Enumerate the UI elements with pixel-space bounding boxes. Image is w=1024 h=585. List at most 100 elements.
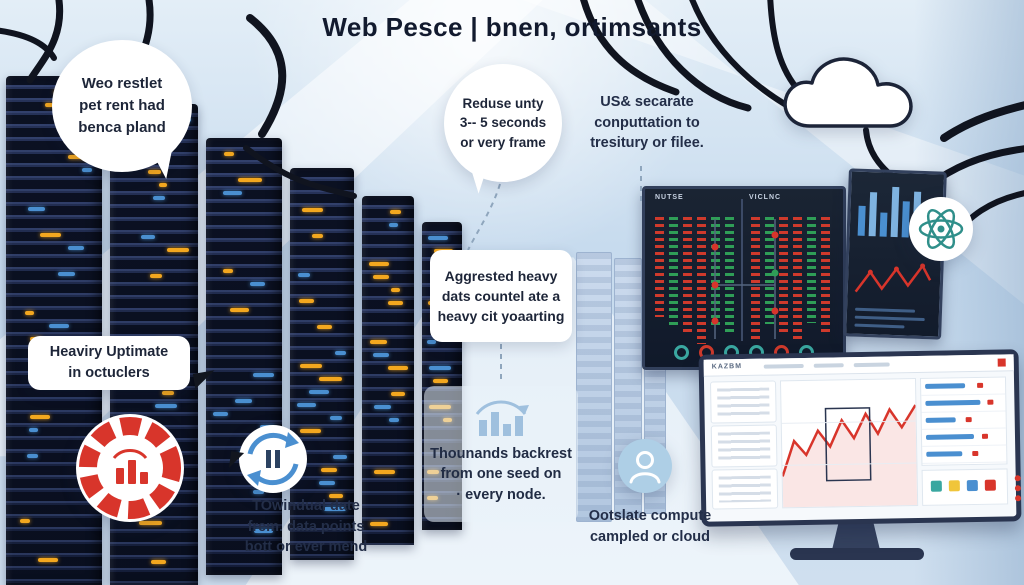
- note-line: from one seed on: [440, 466, 562, 483]
- speech-bubble-middle: Aggrested heavy dats countel ate a heavy…: [430, 250, 572, 342]
- table-row: [921, 394, 1006, 413]
- status-light: [321, 468, 338, 472]
- table-row: [921, 428, 1007, 447]
- monitor-header: KAZBM: [703, 354, 1014, 377]
- monitor-title-label: KAZBM: [711, 363, 743, 371]
- status-light: [38, 558, 59, 562]
- status-light: [373, 353, 389, 357]
- metric-table: [919, 376, 1008, 466]
- placeholder-bars: [718, 475, 772, 503]
- ticker-column: [765, 217, 774, 324]
- status-light: [373, 275, 390, 279]
- legend-square-red: [984, 479, 996, 491]
- status-light: [57, 272, 76, 276]
- status-light: [373, 405, 391, 409]
- status-light: [308, 390, 330, 394]
- note-right: US& secarate conputtation to tresitury o…: [582, 92, 712, 154]
- bar-chart-icon: [475, 400, 529, 436]
- legend-square-yellow: [948, 480, 960, 492]
- status-light: [388, 418, 399, 422]
- ticker-column: [669, 217, 678, 326]
- status-light: [235, 399, 253, 403]
- note-line: bott or ever mend: [244, 539, 368, 556]
- status-light: [333, 455, 348, 459]
- status-light: [238, 178, 262, 182]
- monitor-stand-base: [790, 548, 924, 560]
- status-light: [153, 196, 166, 200]
- status-light: [151, 560, 166, 564]
- status-light: [301, 208, 323, 212]
- bubble-line: Heaviry Uptimate: [49, 343, 169, 360]
- header-bar: [853, 362, 890, 368]
- bubble-line: benca pland: [78, 118, 166, 136]
- page-title: Web Pesce | bnen, ortimsants: [322, 12, 702, 42]
- status-light: [159, 183, 168, 187]
- header-bar: [763, 363, 804, 369]
- status-light: [323, 507, 347, 511]
- ticker-column: [655, 217, 664, 317]
- alert-square: [997, 358, 1006, 367]
- status-light: [140, 235, 155, 239]
- note-line: · every node.: [456, 486, 546, 503]
- status-light: [28, 428, 39, 432]
- note-line: campled or cloud: [589, 528, 711, 545]
- status-light: [298, 299, 314, 303]
- status-light: [334, 351, 347, 355]
- status-light: [368, 262, 389, 266]
- status-light: [389, 210, 401, 214]
- status-light: [19, 519, 30, 523]
- speech-bubble-center: Reduse unty 3-- 5 seconds or very frame: [444, 64, 562, 182]
- status-light: [222, 269, 234, 273]
- status-light: [81, 168, 93, 172]
- status-light: [30, 415, 50, 419]
- ticker-column: [807, 217, 816, 323]
- far-server-rack: [576, 252, 612, 522]
- bubble-line: 3-- 5 seconds: [459, 115, 547, 131]
- note-bottom-left: TOwindual date frem. data points bott or…: [226, 496, 386, 558]
- ticker-column: [779, 217, 788, 333]
- status-light: [428, 236, 448, 240]
- status-light: [433, 379, 449, 383]
- status-light: [252, 490, 265, 494]
- desk-monitor-screen: KAZBM: [698, 349, 1022, 527]
- ticker-column: [725, 217, 734, 334]
- status-light: [212, 412, 228, 416]
- bubble-line: Aggrested heavy: [444, 267, 558, 284]
- dashboard-path-overlay: [711, 219, 779, 339]
- status-light: [249, 282, 265, 286]
- status-light: [391, 288, 401, 292]
- note-line: Thounands backrest: [430, 446, 572, 462]
- bottom-center-panel: Thounands backrest from one seed on · ev…: [424, 386, 578, 522]
- speech-bubble-left: Heaviry Uptimate in octuclers: [28, 336, 190, 390]
- status-light: [166, 248, 190, 252]
- status-light: [426, 340, 436, 344]
- pointer-triangle: [228, 451, 245, 470]
- sync-arrows-icon: [238, 424, 308, 499]
- note-line: tresitury or filee.: [590, 135, 704, 152]
- status-light: [369, 340, 388, 344]
- user-icon: [617, 438, 673, 499]
- status-light: [312, 234, 323, 238]
- status-light: [253, 529, 273, 533]
- status-light: [223, 191, 243, 195]
- placeholder-bars: [717, 387, 770, 417]
- note-line: TOwindual date: [252, 498, 360, 514]
- status-light: [374, 470, 396, 474]
- status-light: [297, 273, 310, 277]
- legend-square-teal: [930, 480, 942, 492]
- ticker-column: [793, 217, 802, 342]
- segmented-ring-icon: [72, 410, 188, 531]
- dashboard-label-right: VICLNC: [749, 194, 782, 201]
- trend-chart: [779, 378, 919, 509]
- note-bottom-right: Ootslate compute campled or cloud: [582, 506, 718, 547]
- dashboard-divider: [741, 199, 743, 341]
- status-light: [224, 152, 235, 156]
- status-light: [138, 521, 162, 525]
- status-light: [253, 373, 275, 377]
- legend-square-blue: [966, 479, 978, 492]
- status-light: [369, 522, 388, 526]
- status-light: [161, 391, 174, 395]
- status-light: [317, 325, 333, 329]
- status-light: [299, 364, 322, 368]
- mini-panel: [711, 468, 779, 510]
